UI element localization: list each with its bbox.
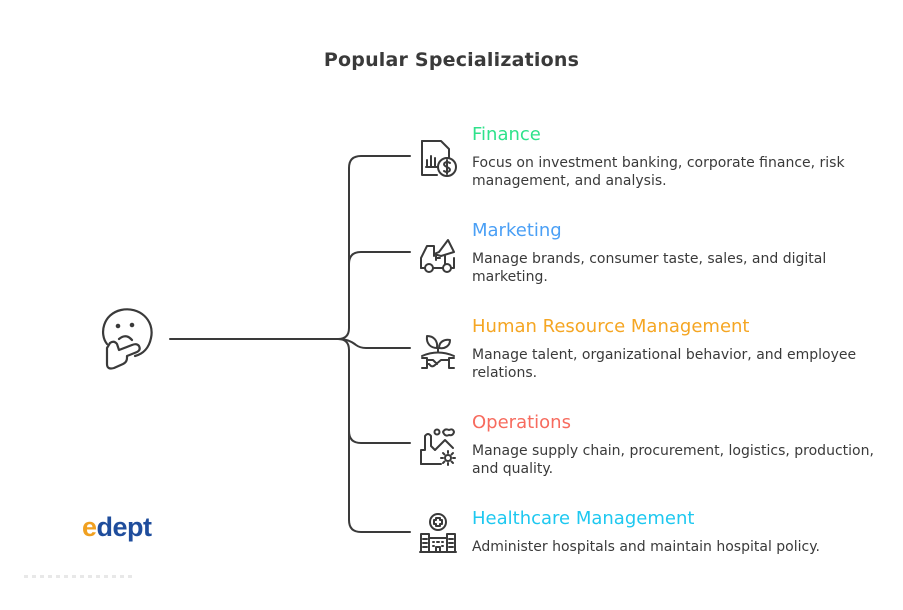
heading-operations: Operations bbox=[472, 412, 571, 433]
branch-marketing bbox=[348, 251, 411, 265]
finance-document-dollar-icon bbox=[421, 140, 457, 177]
logo-text: dept bbox=[96, 512, 153, 542]
megaphone-truck-icon bbox=[420, 239, 455, 273]
specialization-healthcare-management: Healthcare Management Administer hospita… bbox=[0, 508, 903, 610]
specialization-human-resource-management: Human Resource Management Manage talent,… bbox=[0, 316, 903, 418]
description-human-resource-management: Manage talent, organizational behavior, … bbox=[472, 347, 857, 381]
watermark bbox=[24, 575, 134, 578]
specialization-marketing: Marketing Manage brands, consumer taste,… bbox=[0, 220, 903, 322]
description-finance: Focus on investment banking, corporate f… bbox=[472, 155, 845, 189]
logo-prefix: e bbox=[82, 512, 97, 542]
branch-finance bbox=[337, 155, 411, 340]
description-operations: Manage supply chain, procurement, logist… bbox=[472, 443, 874, 477]
specialization-finance: Finance Focus on investment banking, cor… bbox=[0, 124, 903, 226]
diagram-title: Popular Specializations bbox=[323, 49, 580, 71]
edept-logo: edept bbox=[82, 512, 152, 543]
branch-healthcare bbox=[348, 429, 411, 533]
heading-healthcare-management: Healthcare Management bbox=[472, 508, 695, 529]
description-healthcare-management: Administer hospitals and maintain hospit… bbox=[472, 539, 820, 555]
hospital-icon bbox=[419, 513, 457, 553]
heading-human-resource-management: Human Resource Management bbox=[472, 316, 750, 337]
handshake-plant-icon bbox=[421, 335, 455, 369]
heading-finance: Finance bbox=[472, 124, 541, 145]
factory-gear-icon bbox=[420, 428, 456, 466]
thinking-face-icon bbox=[102, 308, 153, 370]
description-marketing: Manage brands, consumer taste, sales, an… bbox=[472, 251, 827, 285]
specialization-operations: Operations Manage supply chain, procurem… bbox=[0, 412, 903, 514]
heading-marketing: Marketing bbox=[472, 220, 562, 241]
